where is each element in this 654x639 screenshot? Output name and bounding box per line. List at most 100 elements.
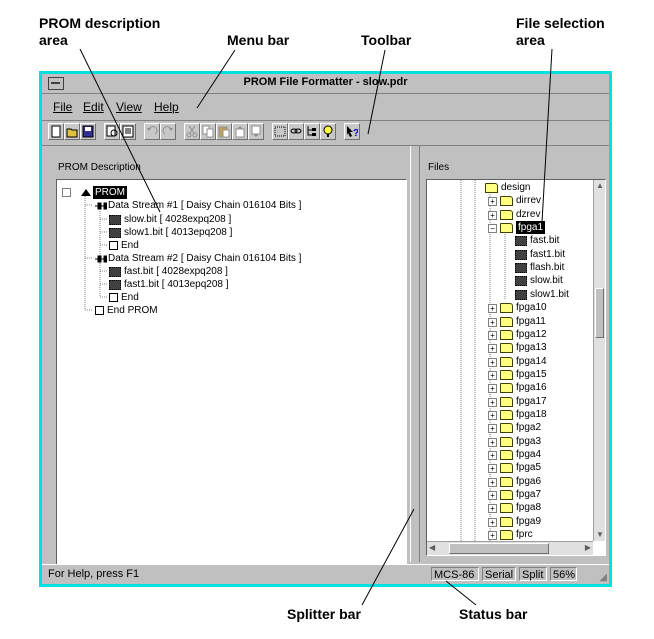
files-tree-item[interactable]: fpga1 [500, 221, 546, 235]
prom-tree-item[interactable]: PROM [80, 186, 127, 199]
files-tree-item[interactable]: fpga10 [500, 301, 547, 314]
new-button[interactable] [48, 123, 64, 140]
files-tree-item[interactable]: fast.bit [515, 234, 559, 247]
expand-icon[interactable]: + [488, 451, 497, 460]
menu-help[interactable]: Help [154, 100, 179, 114]
files-tree-item[interactable]: dirrev [500, 194, 541, 207]
move-down-button[interactable] [248, 123, 264, 140]
expand-icon[interactable]: + [488, 424, 497, 434]
expand-icon[interactable]: + [488, 437, 497, 447]
title-bar[interactable]: PROM File Formatter - slow.pdr [42, 74, 609, 94]
files-horizontal-scrollbar[interactable]: ◀ ▶ [427, 541, 593, 555]
files-tree-item[interactable]: fprc [500, 528, 533, 541]
files-tree-item[interactable]: slow1.bit [515, 288, 569, 301]
prom-tree-item[interactable]: fast.bit [ 4028expq208 ] [109, 265, 228, 278]
files-tree-item[interactable]: fpga15 [500, 368, 547, 381]
menu-view[interactable]: View [116, 100, 142, 114]
prom-tree-item[interactable]: End PROM [95, 304, 158, 317]
files-tree-item[interactable]: fpga18 [500, 408, 547, 421]
prom-tree-item[interactable]: End [109, 291, 139, 304]
files-tree-item[interactable]: dzrev [500, 208, 540, 221]
expand-icon[interactable]: + [488, 531, 497, 541]
print-preview-button[interactable] [104, 123, 120, 140]
expand-icon[interactable]: + [488, 304, 497, 314]
select-button[interactable] [272, 123, 288, 140]
prom-tree-item-label: slow1.bit [ 4013epq208 ] [124, 227, 233, 238]
report-button[interactable] [120, 123, 136, 140]
help-hint-button[interactable] [320, 123, 336, 140]
expand-icon[interactable]: + [488, 210, 497, 220]
files-tree-item[interactable]: fpga9 [500, 515, 541, 528]
files-tree-item-label: fpga11 [516, 315, 546, 327]
files-tree-item[interactable]: slow.bit [515, 274, 563, 287]
prom-tree-item[interactable]: End [109, 239, 139, 252]
collapse-icon[interactable]: − [488, 224, 497, 234]
expand-icon[interactable]: + [488, 477, 497, 487]
prom-tree-item[interactable]: slow1.bit [ 4013epq208 ] [109, 226, 232, 239]
scroll-left-arrow-icon[interactable]: ◀ [429, 543, 436, 552]
copy-button[interactable] [200, 123, 216, 140]
expand-icon[interactable]: + [488, 517, 497, 527]
collapse-icon[interactable] [62, 188, 71, 197]
scroll-right-arrow-icon[interactable]: ▶ [584, 543, 591, 552]
files-tree-item[interactable]: fpga5 [500, 461, 541, 474]
files-tree-item[interactable]: fpga14 [500, 355, 547, 368]
expand-icon[interactable]: + [488, 504, 497, 514]
folder-icon [500, 450, 513, 460]
files-tree-item[interactable]: fpga2 [500, 421, 541, 434]
expand-icon[interactable]: + [488, 491, 497, 501]
expand-icon[interactable]: + [488, 317, 497, 327]
expand-icon[interactable]: + [488, 344, 497, 354]
prom-tree-item[interactable]: Data Stream #2 [ Daisy Chain 016104 Bits… [95, 252, 301, 265]
expand-icon[interactable]: + [488, 330, 497, 340]
expand-icon[interactable]: + [488, 370, 497, 380]
files-tree-item[interactable]: fpga3 [500, 435, 541, 448]
files-tree-item[interactable]: fpga16 [500, 381, 547, 394]
prom-tree-item[interactable]: Data Stream #1 [ Daisy Chain 016104 Bits… [95, 199, 301, 212]
tree-button[interactable] [304, 123, 320, 140]
scroll-up-arrow-icon[interactable]: ▲ [596, 181, 604, 190]
move-up-button[interactable] [232, 123, 248, 140]
scroll-down-arrow-icon[interactable]: ▼ [596, 530, 604, 539]
files-tree-item[interactable]: fpga8 [500, 501, 541, 514]
files-tree-item-label: fpga12 [516, 328, 547, 340]
cut-button[interactable] [184, 123, 200, 140]
context-help-button[interactable]: ? [344, 123, 360, 140]
expand-icon[interactable]: + [488, 197, 497, 207]
expand-icon[interactable]: + [488, 410, 497, 420]
files-tree-item[interactable]: fpga6 [500, 475, 541, 488]
files-tree-item[interactable]: fpga11 [500, 315, 546, 328]
files-tree-item[interactable]: fpga13 [500, 341, 547, 354]
paste-button[interactable] [216, 123, 232, 140]
splitter-bar[interactable] [410, 146, 420, 562]
open-button[interactable] [64, 123, 80, 140]
files-vertical-scrollbar[interactable]: ▲ ▼ [593, 180, 605, 541]
files-tree-item[interactable]: fpga4 [500, 448, 541, 461]
prom-tree-item[interactable]: fast1.bit [ 4013epq208 ] [109, 278, 229, 291]
folder-icon [500, 209, 513, 220]
expand-icon[interactable]: + [488, 384, 497, 394]
files-tree-item[interactable]: fast1.bit [515, 248, 565, 261]
status-mode: Serial [482, 567, 516, 581]
files-tree-item[interactable]: flash.bit [515, 261, 564, 274]
files-tree-item[interactable]: fpga12 [500, 328, 547, 341]
files-tree-item[interactable]: fpga17 [500, 395, 547, 408]
system-menu-icon[interactable] [48, 77, 64, 90]
undo-button[interactable] [144, 123, 160, 140]
redo-button[interactable] [160, 123, 176, 140]
files-vertical-scroll-thumb[interactable] [595, 288, 604, 338]
files-tree-item[interactable]: fpga7 [500, 488, 541, 501]
resize-grip-icon[interactable]: ◢ [599, 572, 607, 583]
files-tree-item[interactable]: design [485, 181, 530, 194]
menu-edit[interactable]: Edit [83, 100, 104, 114]
expand-icon[interactable]: + [488, 464, 497, 474]
expand-icon[interactable]: + [488, 397, 497, 407]
link-button[interactable] [288, 123, 304, 140]
save-button[interactable] [80, 123, 96, 140]
prom-tree-item[interactable]: slow.bit [ 4028expq208 ] [109, 213, 231, 226]
expand-icon[interactable]: + [488, 357, 497, 367]
files-horizontal-scroll-thumb[interactable] [449, 543, 549, 554]
menu-file[interactable]: File [53, 100, 73, 114]
